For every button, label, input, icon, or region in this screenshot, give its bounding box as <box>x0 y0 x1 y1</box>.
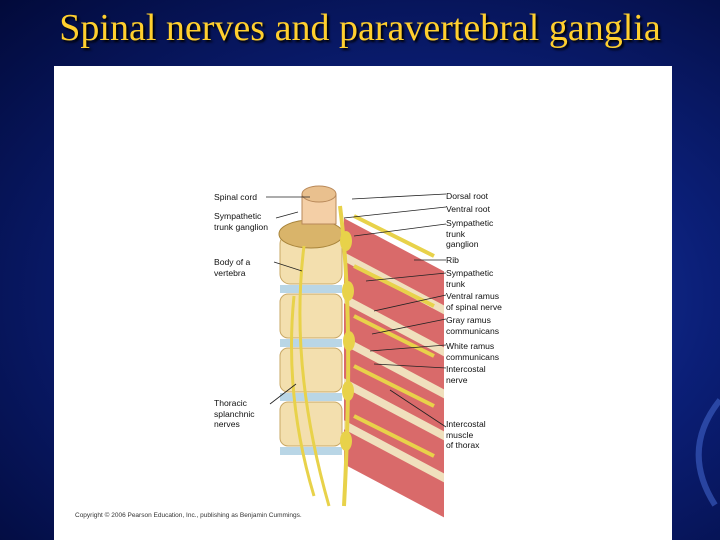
label-gray-ramus: Gray ramus communicans <box>446 315 500 336</box>
label-sympathetic-trunk-ganglion-left: Sympathetic trunk ganglion <box>214 211 268 232</box>
copyright-notice: Copyright © 2006 Pearson Education, Inc.… <box>75 512 302 519</box>
label-sympathetic-trunk: Sympathetic trunk <box>446 268 494 289</box>
label-intercostal-nerve: Intercostal nerve <box>446 364 486 385</box>
label-white-ramus: White ramus communicans <box>446 341 500 362</box>
spinal-cord <box>301 185 337 225</box>
label-spinal-cord: Spinal cord <box>214 192 257 202</box>
spine-illustration <box>266 185 447 518</box>
ribs-and-muscle <box>344 218 444 518</box>
label-thoracic-splanchnic-nerves: Thoracic splanchnic nerves <box>214 398 255 429</box>
label-rib: Rib <box>446 255 459 265</box>
label-ventral-root: Ventral root <box>446 204 490 214</box>
label-sympathetic-trunk-ganglion-right: Sympathetic trunk ganglion <box>446 218 494 249</box>
label-dorsal-root: Dorsal root <box>446 191 489 201</box>
decorative-swoosh <box>695 398 720 507</box>
slide-title: Spinal nerves and paravertebral ganglia <box>59 7 661 49</box>
leader-lines <box>266 193 447 428</box>
vertebral-column <box>278 219 344 455</box>
trunk-ganglia <box>340 231 355 451</box>
label-body-of-vertebra: Body of a vertebra <box>214 257 251 278</box>
label-intercostal-muscle: Intercostal muscle of thorax <box>446 419 486 450</box>
figure-panel: Spinal cord Sympathetic trunk ganglion B… <box>54 66 672 540</box>
label-ventral-ramus: Ventral ramus of spinal nerve <box>446 291 502 312</box>
